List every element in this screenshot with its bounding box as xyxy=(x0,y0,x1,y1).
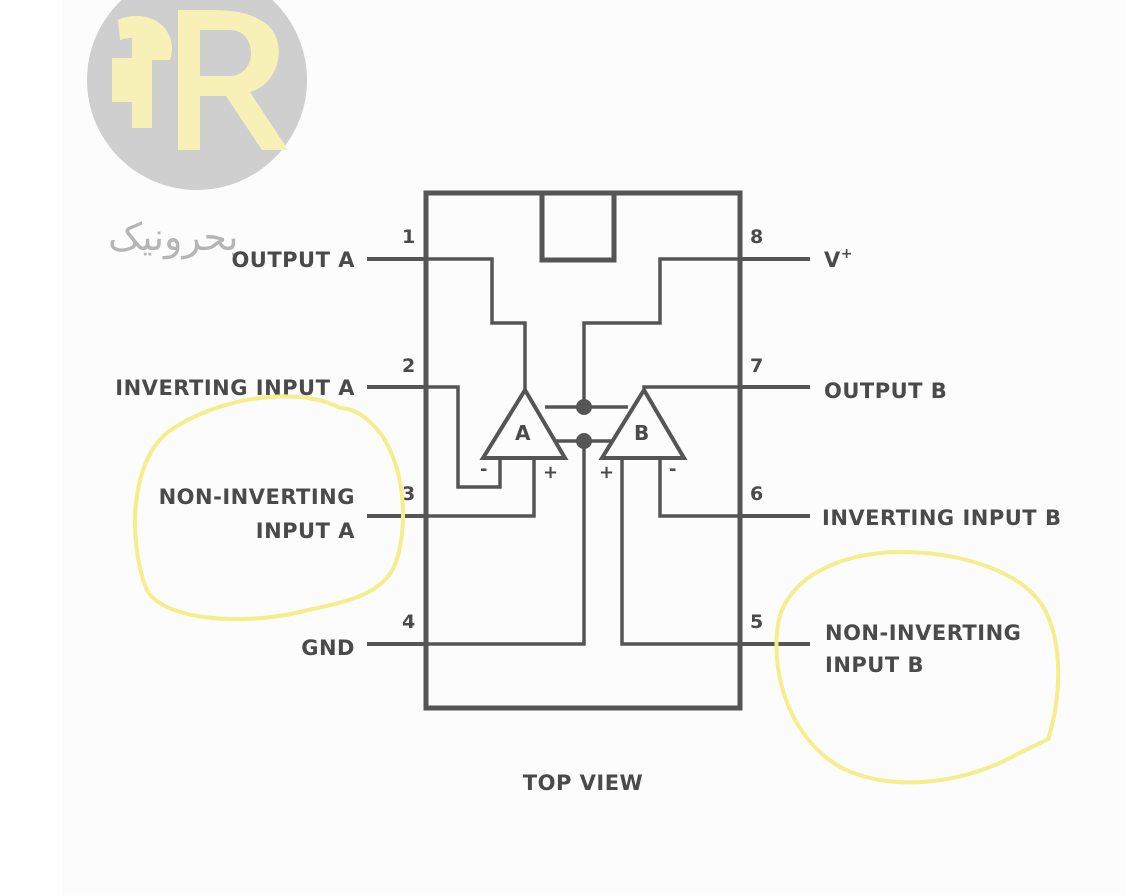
pin-5-number: 5 xyxy=(750,611,763,633)
opamp-a-minus: - xyxy=(480,459,487,480)
pin-6-label: INVERTING INPUT B xyxy=(822,506,1061,530)
watermark-left-bowl xyxy=(118,15,172,61)
pin-7-label: OUTPUT B xyxy=(824,379,947,403)
watermark-logo: بحرونیک xyxy=(87,0,307,260)
ic-notch xyxy=(539,193,617,263)
wire-inv-b xyxy=(658,458,738,518)
pin-3-label-line1: NON-INVERTING xyxy=(159,485,355,509)
pin-7-number: 7 xyxy=(750,355,763,377)
opamp-a-label: A xyxy=(515,421,531,445)
pin-3-number: 3 xyxy=(402,483,415,505)
wire-inv-a xyxy=(428,385,502,489)
opamp-b-triangle xyxy=(598,386,688,460)
pin-8-number: 8 xyxy=(750,226,763,248)
pin-2-number: 2 xyxy=(402,355,415,377)
ground-junction-dot xyxy=(576,433,592,449)
watermark-right-letter xyxy=(178,10,288,150)
opamp-b-plus: + xyxy=(599,462,614,483)
pin-6-number: 6 xyxy=(750,483,763,505)
wire-gnd xyxy=(428,441,586,646)
pin-8-label-main: V xyxy=(824,248,841,272)
opamp-b-label: B xyxy=(634,421,649,445)
opamp-a-plus: + xyxy=(543,462,558,483)
pin-8-label-sup: + xyxy=(841,246,853,262)
watermark-left-stroke xyxy=(112,36,152,128)
wire-noninv-b xyxy=(620,458,738,646)
wire-noninv-a xyxy=(428,458,536,518)
pin-8-label: V+ xyxy=(824,246,853,272)
pin-5-label-line1: NON-INVERTING xyxy=(825,621,1021,645)
pin-1-number: 1 xyxy=(402,226,415,248)
diagram-caption: TOP VIEW xyxy=(523,771,643,795)
wire-output-a xyxy=(428,257,527,408)
watermark-text: بحرونیک xyxy=(108,215,238,260)
pin-5-label-line2: INPUT B xyxy=(825,653,924,677)
pin-2-label: INVERTING INPUT A xyxy=(115,376,355,400)
pin-1-label: OUTPUT A xyxy=(231,248,355,272)
ic-body xyxy=(423,190,743,711)
pin-4-number: 4 xyxy=(402,611,415,633)
opamp-b-minus: - xyxy=(669,459,676,480)
pin-4-label: GND xyxy=(301,636,355,660)
pin-3-label-line2: INPUT A xyxy=(256,519,355,543)
highlight-circle-right xyxy=(774,549,1061,785)
highlight-circle-left xyxy=(133,394,406,622)
wire-vplus xyxy=(582,257,738,407)
opamp-a-triangle xyxy=(479,386,569,460)
wire-output-b xyxy=(642,385,738,392)
supply-junction-dot xyxy=(576,399,592,415)
